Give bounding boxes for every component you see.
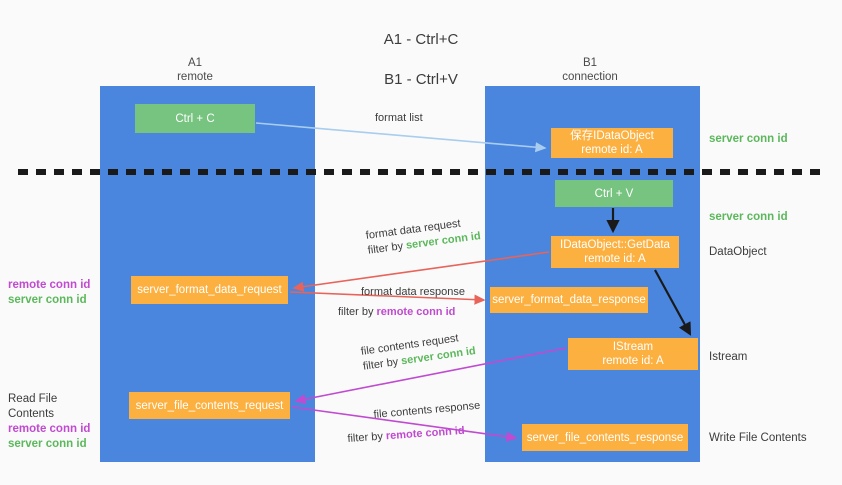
label-group-file-ids: Read File Contents remote conn id server… — [8, 392, 103, 452]
edge-label-format-data-response: format data response — [361, 286, 465, 298]
edge-label-format-data-request-filter-prefix: filter by — [367, 239, 407, 257]
box-server-file-contents-response[interactable]: server_file_contents_response — [522, 424, 688, 451]
label-istream: Istream — [709, 351, 748, 363]
label-group-format-ids: remote conn id server conn id — [8, 278, 98, 308]
page-title: A1 - Ctrl+C B1 - Ctrl+V — [0, 10, 842, 110]
label-remote-conn-id-1: remote conn id — [8, 279, 91, 291]
edge-label-format-data-response-filter-prefix: filter by — [338, 306, 377, 318]
edge-label-format-data-response-filter-value: remote conn id — [376, 306, 456, 318]
label-read-file-contents: Read File Contents — [8, 393, 58, 420]
edge-label-format-list: format list — [375, 112, 423, 124]
edge-label-format-data-response-filter: filter by remote conn id — [338, 305, 455, 320]
box-server-format-data-response[interactable]: server_format_data_response — [490, 287, 648, 313]
label-write-file-contents: Write File Contents — [709, 432, 807, 444]
box-server-format-data-request[interactable]: server_format_data_request — [131, 276, 288, 304]
edge-label-file-contents-request-filter-prefix: filter by — [362, 355, 403, 373]
column-header-a1-role: remote — [177, 71, 213, 83]
box-istream[interactable]: IStream remote id: A — [568, 338, 698, 370]
edge-label-file-contents-response-filter-prefix: filter by — [347, 430, 387, 445]
edge-label-file-contents-response: file contents response — [373, 399, 481, 421]
edge-label-format-data-request: format data request filter by server con… — [365, 214, 482, 259]
label-server-conn-id-top: server conn id — [709, 133, 788, 145]
label-remote-conn-id-2: remote conn id — [8, 423, 91, 435]
title-line-1: A1 - Ctrl+C — [383, 31, 459, 48]
dashed-divider-line — [18, 169, 824, 175]
column-header-b1-role: connection — [562, 71, 618, 83]
edge-label-file-contents-request: file contents request filter by server c… — [360, 329, 477, 375]
column-header-b1-name: B1 — [582, 57, 598, 69]
column-header-a1-name: A1 — [187, 57, 203, 69]
edge-label-file-contents-response-filter-value: remote conn id — [385, 424, 465, 443]
label-server-conn-id-left-2: server conn id — [8, 438, 87, 450]
label-server-conn-id-mid: server conn id — [709, 211, 788, 223]
box-ctrl-c[interactable]: Ctrl + C — [135, 104, 255, 133]
column-header-b1: B1 connection — [530, 56, 650, 84]
label-server-conn-id-left-1: server conn id — [8, 294, 87, 306]
label-dataobject: DataObject — [709, 246, 767, 258]
box-server-file-contents-request[interactable]: server_file_contents_request — [129, 392, 290, 419]
edge-label-file-contents-response-filter: filter by remote conn id — [347, 424, 465, 447]
box-idataobject-getdata[interactable]: IDataObject::GetData remote id: A — [551, 236, 679, 268]
title-line-2: B1 - Ctrl+V — [384, 71, 458, 88]
box-idataobject[interactable]: 保存IDataObject remote id: A — [551, 128, 673, 158]
box-ctrl-v[interactable]: Ctrl + V — [555, 180, 673, 207]
column-header-a1: A1 remote — [140, 56, 250, 84]
